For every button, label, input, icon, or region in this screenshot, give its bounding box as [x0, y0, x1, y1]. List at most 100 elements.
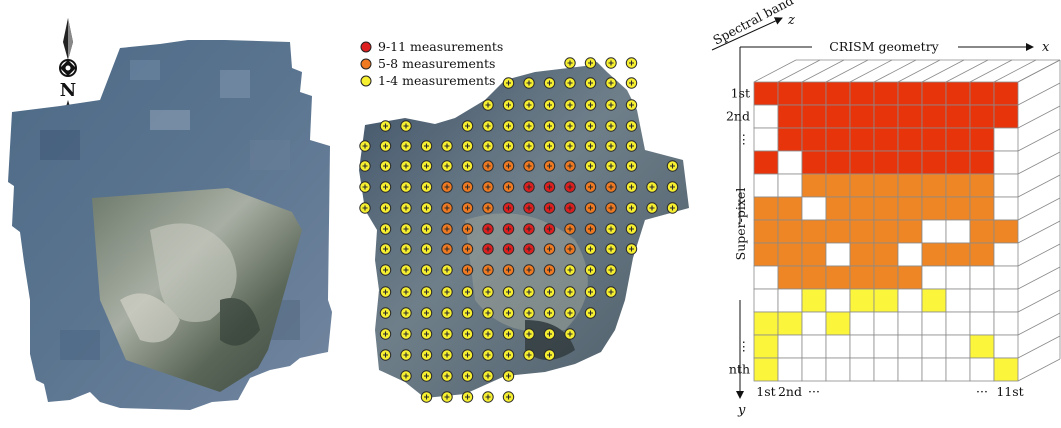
super-pixel-cell [849, 242, 875, 267]
column-label: 11st [996, 384, 1023, 399]
measurement-marker [482, 99, 494, 111]
column-label: ··· [976, 384, 988, 399]
super-pixel-cell [897, 288, 923, 313]
super-pixel-cell [969, 196, 995, 221]
super-pixel-cell [969, 127, 995, 152]
cube-side-line [1017, 312, 1061, 336]
measurement-marker [400, 120, 412, 132]
legend-label: 9-11 measurements [378, 39, 503, 54]
measurement-marker [379, 160, 392, 172]
measurement-marker [564, 202, 576, 214]
cube-top-line [921, 59, 965, 83]
measurement-marker [625, 77, 638, 89]
measurement-marker [502, 370, 515, 382]
row-label: ⋮ [738, 339, 751, 354]
measurement-marker [420, 286, 433, 298]
measurement-marker [584, 264, 597, 276]
measurement-marker [461, 370, 474, 382]
measurement-marker [441, 243, 453, 255]
super-pixel-cell [801, 311, 827, 336]
super-pixel-cell [993, 242, 1019, 267]
measurement-marker [543, 140, 556, 152]
super-pixel-cell [969, 104, 995, 129]
measurement-marker [523, 264, 535, 276]
super-pixel-cell [801, 127, 827, 152]
cube-top-line [993, 59, 1037, 83]
measurement-marker [584, 243, 597, 255]
row-label: ⋮ [738, 132, 751, 147]
spectral-band-label: Spectral band [710, 0, 796, 48]
cube-cells [753, 81, 1019, 382]
z-axis-arrow [711, 17, 783, 51]
measurement-marker [605, 120, 617, 132]
super-pixel-cell [777, 334, 803, 359]
measurement-marker [359, 160, 371, 172]
super-pixel-cell [969, 242, 995, 267]
cube-side-line [1017, 59, 1061, 83]
super-pixel-cell [897, 173, 923, 198]
super-pixel-cell [801, 334, 827, 359]
measurement-marker [379, 223, 392, 235]
cube-side-line [1017, 151, 1061, 175]
measurement-marker [523, 223, 535, 235]
super-pixel-cell [993, 265, 1019, 290]
super-pixel-cell [969, 334, 995, 359]
measurement-marker [420, 264, 433, 276]
super-pixel-cell [801, 242, 827, 267]
super-pixel-cell [873, 357, 899, 382]
super-pixel-cell [969, 265, 995, 290]
measurement-marker [441, 160, 453, 172]
super-pixel-cell [777, 196, 803, 221]
super-pixel-cell [777, 150, 803, 175]
super-pixel-cell [897, 127, 923, 152]
measurement-marker [502, 264, 515, 276]
measurement-marker [420, 328, 433, 340]
measurement-marker [564, 57, 576, 69]
measurement-marker [543, 160, 556, 172]
measurement-map-panel: 9-11 measurements 5-8 measurements 1-4 m… [345, 0, 700, 424]
super-pixel-cell [777, 104, 803, 129]
super-pixel-cell [897, 104, 923, 129]
super-pixel-cell [873, 104, 899, 129]
measurement-marker [564, 181, 576, 193]
z-axis-label: z [787, 13, 795, 28]
x-axis-title: CRISM geometry [829, 39, 939, 54]
measurement-marker [605, 99, 617, 111]
cube-side-line [1017, 174, 1061, 198]
super-pixel-cell [849, 265, 875, 290]
measurement-marker [461, 286, 474, 298]
measurement-marker [400, 160, 412, 172]
super-pixel-cell [897, 311, 923, 336]
measurement-marker [523, 328, 535, 340]
column-label: ··· [808, 384, 820, 399]
super-pixel-cell [969, 311, 995, 336]
legend-item: 5-8 measurements [360, 56, 495, 71]
measurement-marker [523, 181, 535, 193]
super-pixel-cell [897, 334, 923, 359]
measurement-marker [564, 160, 576, 172]
legend-label: 1-4 measurements [378, 73, 495, 88]
column-label: 1st [756, 384, 775, 399]
super-pixel-cell [921, 196, 947, 221]
super-pixel-cell [753, 242, 779, 267]
super-pixel-cell [945, 104, 971, 129]
measurement-marker [482, 286, 494, 298]
measurement-marker [420, 202, 433, 214]
cube-side-line [1017, 105, 1061, 129]
measurement-marker [543, 243, 556, 255]
measurement-marker [482, 202, 494, 214]
measurement-marker [564, 99, 576, 111]
measurement-marker [441, 223, 453, 235]
measurement-marker [605, 202, 617, 214]
measurement-marker [564, 223, 576, 235]
measurement-marker [666, 202, 679, 214]
super-pixel-cell [921, 288, 947, 313]
super-pixel-cell [777, 311, 803, 336]
super-pixel-cell [993, 173, 1019, 198]
measurement-marker [379, 264, 392, 276]
measurement-marker [359, 181, 371, 193]
cube-depth-lines [753, 59, 1061, 382]
super-pixel-cell [825, 81, 851, 106]
measurement-marker [646, 181, 658, 193]
